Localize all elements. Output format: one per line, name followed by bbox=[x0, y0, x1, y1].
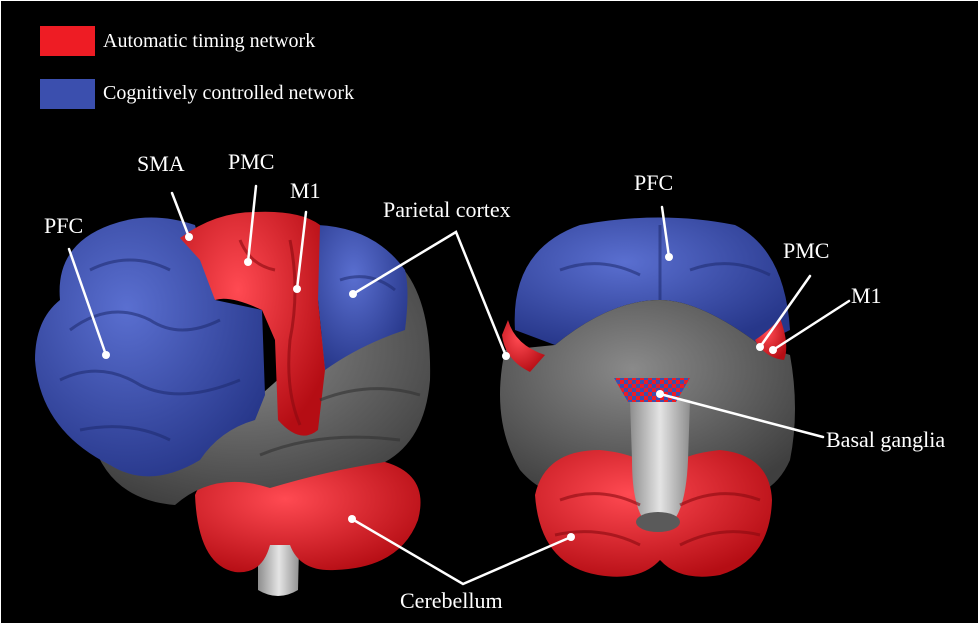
legend-label-cognitive: Cognitively controlled network bbox=[103, 83, 354, 103]
label-pfc-right: PFC bbox=[634, 172, 673, 194]
label-m1-left: M1 bbox=[290, 180, 321, 202]
label-m1-right: M1 bbox=[851, 285, 882, 307]
label-sma: SMA bbox=[137, 153, 185, 175]
legend-swatch-cognitive bbox=[40, 79, 95, 109]
legend-label-automatic: Automatic timing network bbox=[103, 31, 315, 51]
label-pfc-left: PFC bbox=[44, 215, 83, 237]
label-parietal-cortex: Parietal cortex bbox=[383, 199, 511, 221]
inferior-brain-view bbox=[500, 218, 795, 577]
label-pmc-left: PMC bbox=[228, 151, 274, 173]
label-cerebellum: Cerebellum bbox=[400, 590, 503, 612]
inferior-brainstem-cut bbox=[636, 512, 680, 532]
label-basal-ganglia: Basal ganglia bbox=[826, 429, 945, 451]
label-pmc-right: PMC bbox=[783, 240, 829, 262]
legend-swatch-automatic bbox=[40, 26, 95, 56]
